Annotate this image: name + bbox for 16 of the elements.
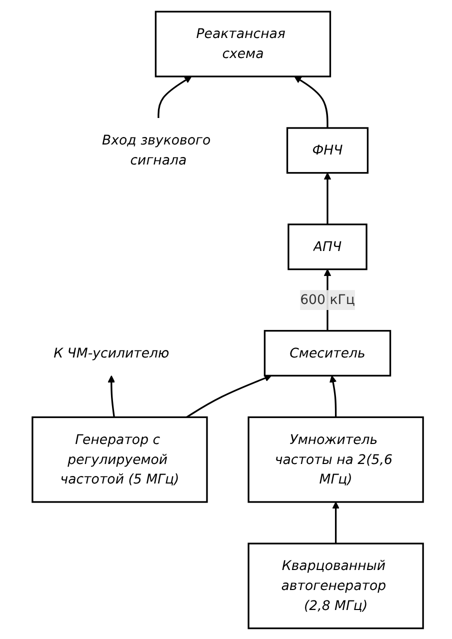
arrow — [158, 76, 192, 118]
node-box: Умножитель частоты на 2(5,6 МГц) — [248, 416, 424, 502]
arrow — [332, 501, 340, 544]
arrow — [186, 374, 272, 418]
node-box: ФНЧ — [286, 126, 369, 174]
arrow — [324, 172, 332, 224]
arrow — [294, 76, 328, 128]
edge-label: 600 кГц — [300, 291, 356, 308]
node-box: Кварцованный автогенератор (2,8 МГц) — [248, 542, 424, 629]
node-box: Смеситель — [264, 329, 392, 376]
arrow — [330, 374, 337, 417]
node-box: Реактансная схема — [155, 10, 332, 77]
arrow — [108, 374, 116, 417]
node-box: Генератор с регулируемой частотой (5 МГц) — [32, 416, 208, 502]
node-text: К ЧМ-усилителю — [54, 344, 170, 360]
node-text: Вход звукового сигнала — [102, 132, 211, 168]
